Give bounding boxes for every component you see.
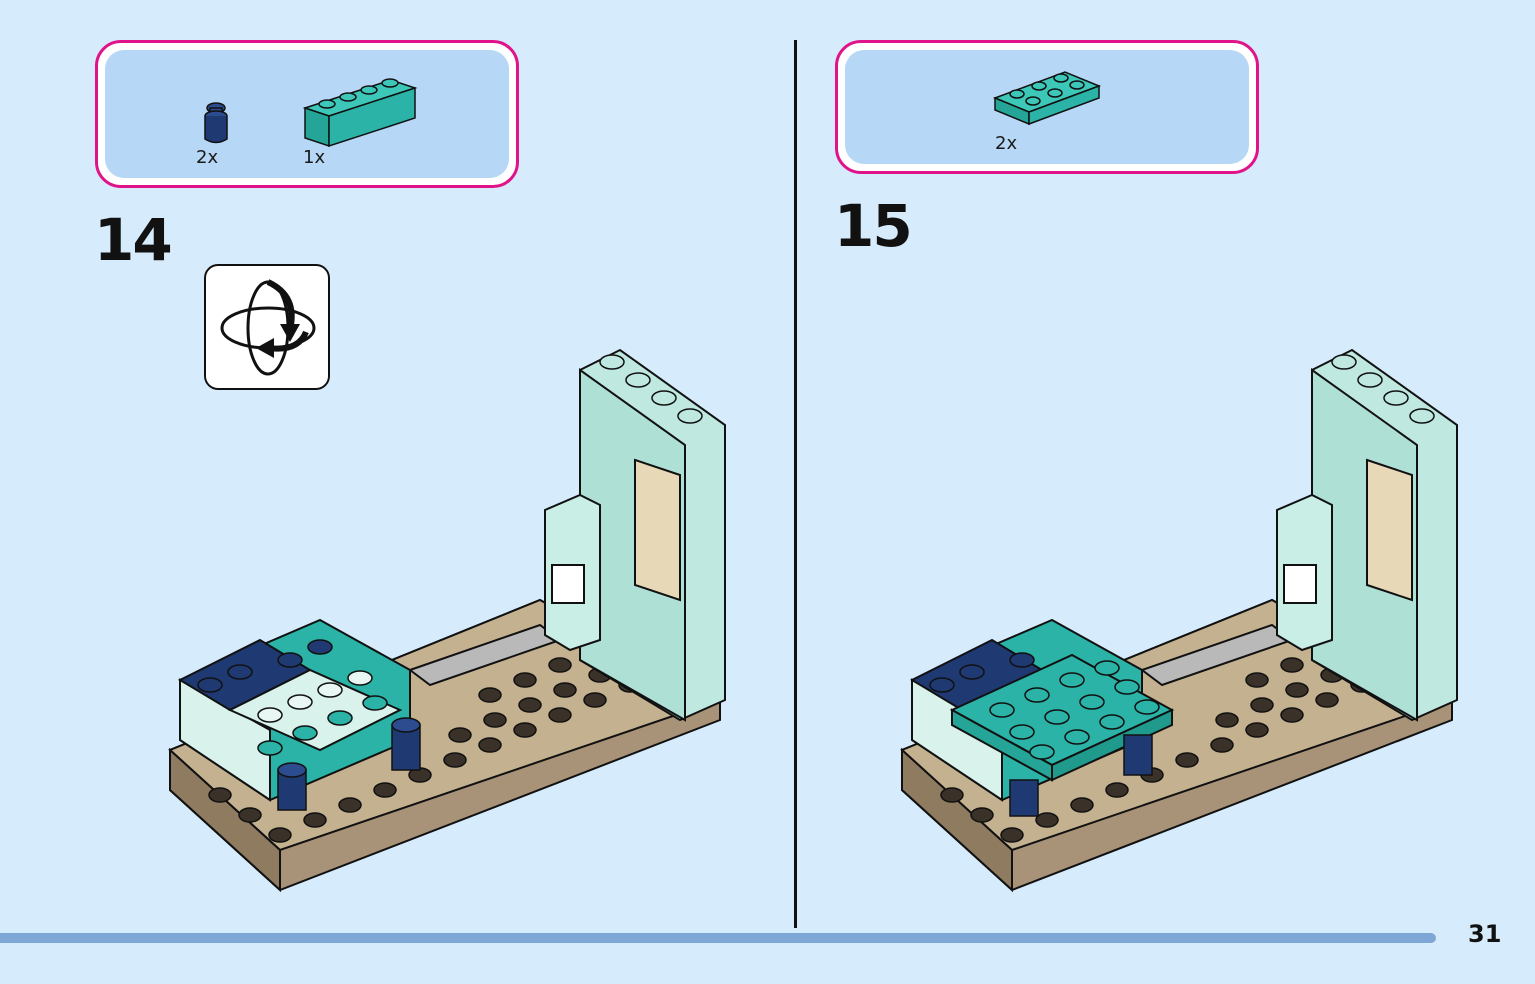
step-15-model-illustration <box>900 348 1458 893</box>
parts-callout-step-15: 2x <box>835 40 1259 174</box>
parts-callout-step-14: 2x 1x <box>95 40 519 188</box>
part-quantity: 2x <box>196 147 219 168</box>
step-number: 14 <box>94 206 173 274</box>
rotate-arrows-icon <box>220 279 316 376</box>
parts-callout-inner: 2x 1x <box>105 50 509 178</box>
part-quantity: 2x <box>995 133 1018 154</box>
part-quantity: 1x <box>303 147 326 168</box>
step-number: 15 <box>834 192 913 260</box>
page-footer-bar <box>0 933 1436 943</box>
round-brick-1x1-icon <box>204 102 228 144</box>
page-number: 31 <box>1468 920 1502 948</box>
step-14-model-illustration <box>168 348 726 893</box>
step-divider <box>794 40 797 928</box>
plate-2x3-icon <box>992 71 1102 126</box>
rotate-model-icon <box>204 264 330 390</box>
parts-callout-inner: 2x <box>845 50 1249 164</box>
brick-1x4-icon <box>302 78 418 148</box>
